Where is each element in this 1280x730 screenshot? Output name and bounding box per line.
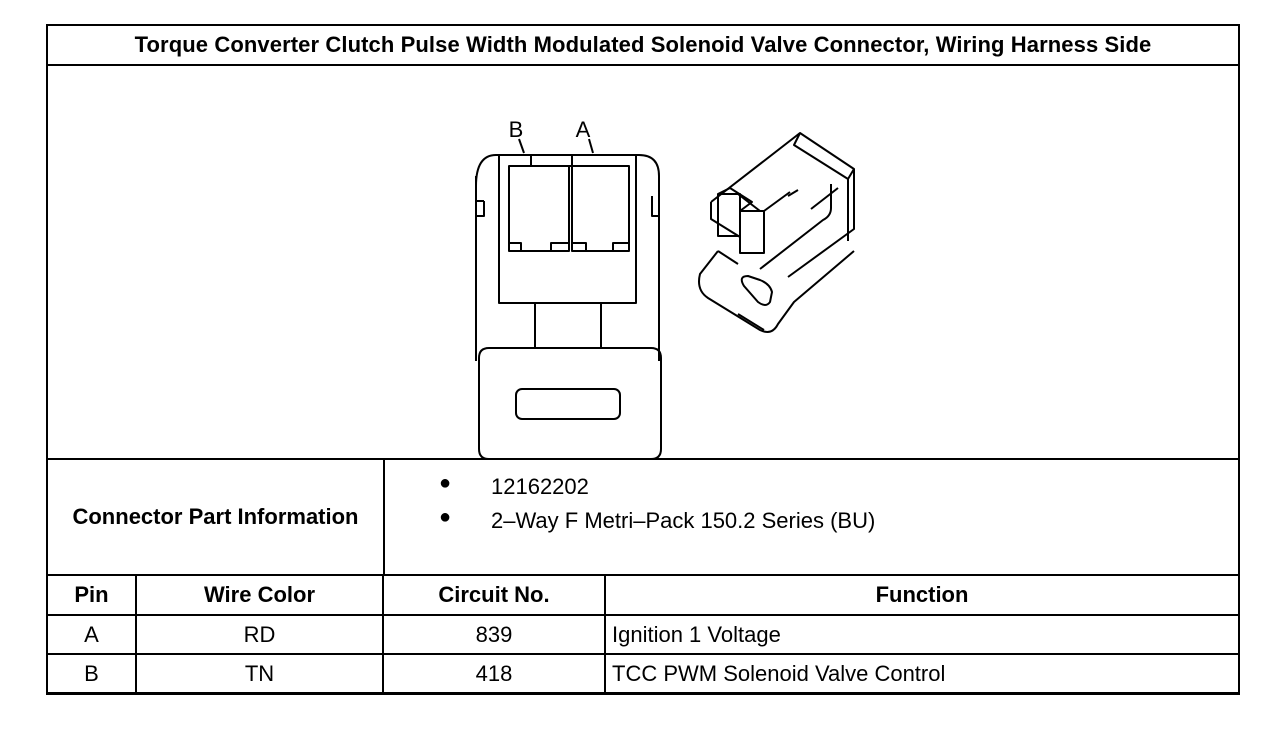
page-title: Torque Converter Clutch Pulse Width Modu…	[48, 26, 1238, 66]
cell-pin: A	[48, 614, 137, 655]
connector-series: 2–Way F Metri–Pack 150.2 Series (BU)	[491, 508, 876, 533]
header-function: Function	[604, 576, 1238, 616]
cell-function: TCC PWM Solenoid Valve Control	[604, 653, 1238, 693]
pin-table: Pin Wire Color Circuit No. Function A RD…	[48, 576, 1238, 693]
cell-pin: B	[48, 653, 137, 693]
connector-face-view	[475, 138, 662, 460]
bullet-icon: ●	[439, 472, 452, 494]
connector-sheet: Torque Converter Clutch Pulse Width Modu…	[46, 24, 1240, 695]
header-pin: Pin	[48, 576, 137, 616]
table-row: B TN 418 TCC PWM Solenoid Valve Control	[48, 653, 1238, 693]
table-header-row: Pin Wire Color Circuit No. Function	[48, 576, 1238, 616]
connector-drawing: B A	[48, 66, 1238, 460]
header-wire-color: Wire Color	[135, 576, 384, 616]
cell-wire-color: TN	[135, 653, 384, 693]
connector-illustration: B A	[475, 117, 855, 460]
connector-info-label: Connector Part Information	[48, 460, 385, 574]
connector-info-row: Connector Part Information ● 12162202 ● …	[48, 460, 1238, 576]
pin-label-a: A	[576, 117, 591, 142]
bullet-icon: ●	[439, 506, 452, 528]
pin-label-b: B	[509, 117, 524, 142]
cell-circuit: 839	[382, 614, 606, 655]
part-number: 12162202	[491, 474, 589, 499]
table-row: A RD 839 Ignition 1 Voltage	[48, 614, 1238, 655]
cell-wire-color: RD	[135, 614, 384, 655]
header-circuit: Circuit No.	[382, 576, 606, 616]
cell-circuit: 418	[382, 653, 606, 693]
connector-isometric-view	[698, 132, 855, 333]
cell-function: Ignition 1 Voltage	[604, 614, 1238, 655]
connector-info-list: ● 12162202 ● 2–Way F Metri–Pack 150.2 Se…	[385, 460, 1238, 574]
